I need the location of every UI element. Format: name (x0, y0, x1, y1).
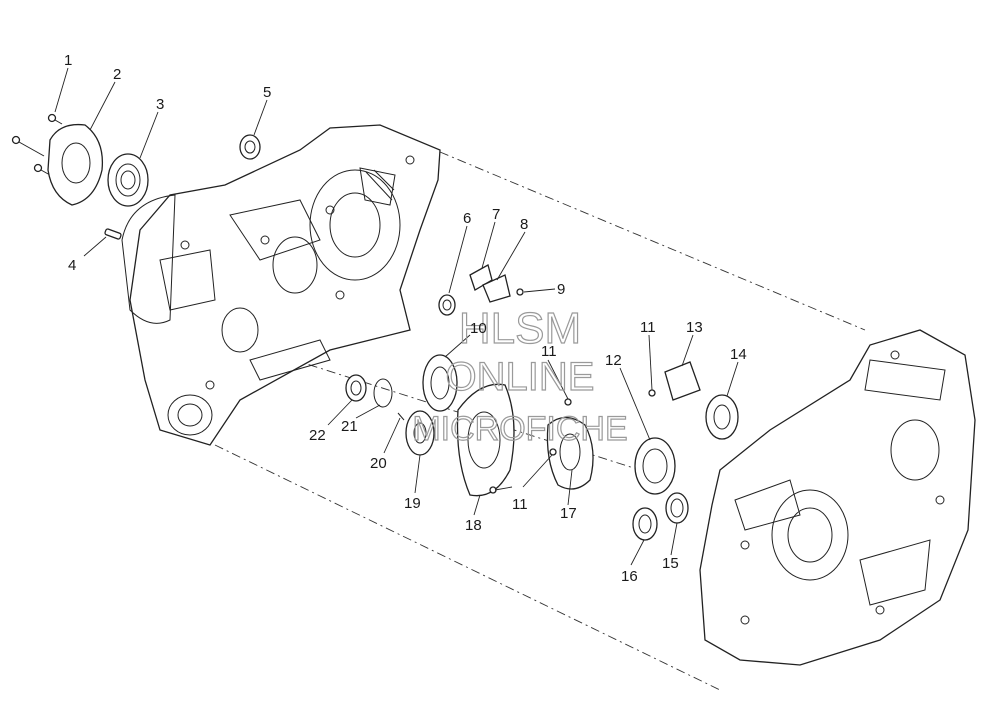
seal-icon (239, 134, 261, 160)
bearing-icon (705, 394, 739, 440)
callout-label: 14 (730, 346, 747, 363)
callout-label: 9 (557, 281, 565, 298)
callout-label: 12 (605, 352, 622, 369)
plate-icon (546, 416, 594, 490)
dowel-pin-icon (104, 228, 122, 240)
watermark-line-3: MICROFICHE (412, 410, 627, 448)
callout-label: 7 (492, 206, 500, 223)
callout-label: 8 (520, 216, 528, 233)
callout-label: 4 (68, 257, 76, 274)
leader-lines (54, 67, 739, 566)
watermark-line-2: ONLINE (446, 355, 595, 399)
callout-label: 6 (463, 210, 471, 227)
left-crankcase-half (121, 124, 441, 446)
callout-label: 20 (370, 455, 387, 472)
small-parts (11, 113, 739, 541)
callout-labels: 1 2 3 4 5 6 7 8 9 10 11 11 11 12 13 14 1… (64, 52, 747, 585)
cover-plate-icon (47, 123, 104, 206)
watermark: HLSM ONLINE MICROFICHE (412, 303, 629, 448)
label-plate-icon (664, 361, 701, 401)
callout-label: 11 (541, 343, 557, 360)
callout-label: 11 (640, 319, 656, 336)
callout-label: 22 (309, 427, 326, 444)
callout-label: 10 (470, 320, 487, 337)
right-crankcase-half (699, 329, 976, 666)
callout-label: 5 (263, 84, 271, 101)
callout-label: 16 (621, 568, 638, 585)
callout-label: 19 (404, 495, 421, 512)
callout-label: 21 (341, 418, 358, 435)
callout-label: 17 (560, 505, 577, 522)
watermark-line-1: HLSM (459, 304, 581, 353)
bracket-icon (469, 264, 493, 291)
gasket-icon (456, 383, 515, 497)
callout-label: 3 (156, 96, 164, 113)
callout-label: 15 (662, 555, 679, 572)
screw-icon (11, 113, 63, 176)
bearing-icon (634, 437, 676, 495)
callout-label: 13 (686, 319, 703, 336)
callout-label: 11 (512, 496, 528, 513)
callout-label: 18 (465, 517, 482, 534)
callout-label: 1 (64, 52, 72, 69)
bearing-icon (422, 354, 458, 412)
bearing-icon (107, 153, 149, 207)
callout-label: 2 (113, 66, 121, 83)
